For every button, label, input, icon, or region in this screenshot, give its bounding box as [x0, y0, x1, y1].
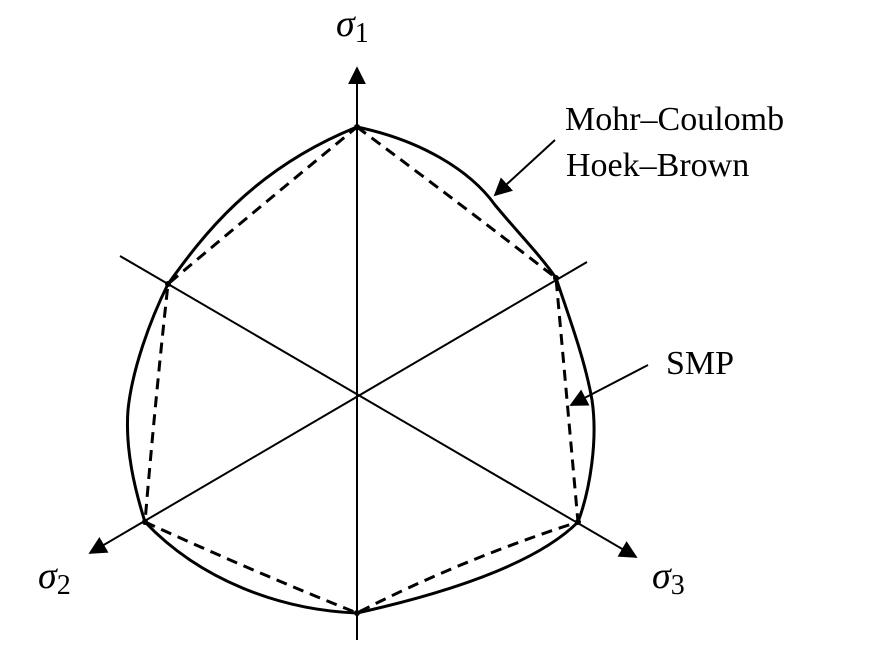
sigma2-label: σ2: [38, 555, 71, 601]
sigma2-axis: [88, 261, 588, 554]
sigma3-label: σ3: [652, 555, 685, 601]
mohr-coulomb-pointer: [493, 139, 556, 197]
smp-label: SMP: [666, 345, 734, 382]
sigma3-axis: [119, 255, 638, 558]
mohr-coulomb-label: Mohr–Coulomb: [565, 101, 784, 138]
vertex-points: [142, 124, 581, 616]
sigma1-label: σ1: [336, 3, 369, 49]
mohr-coulomb-hoek-brown-curve: [125, 125, 596, 615]
smp-pointer: [569, 364, 649, 406]
smp-curve: [143, 125, 580, 615]
hoek-brown-label: Hoek–Brown: [566, 147, 749, 184]
